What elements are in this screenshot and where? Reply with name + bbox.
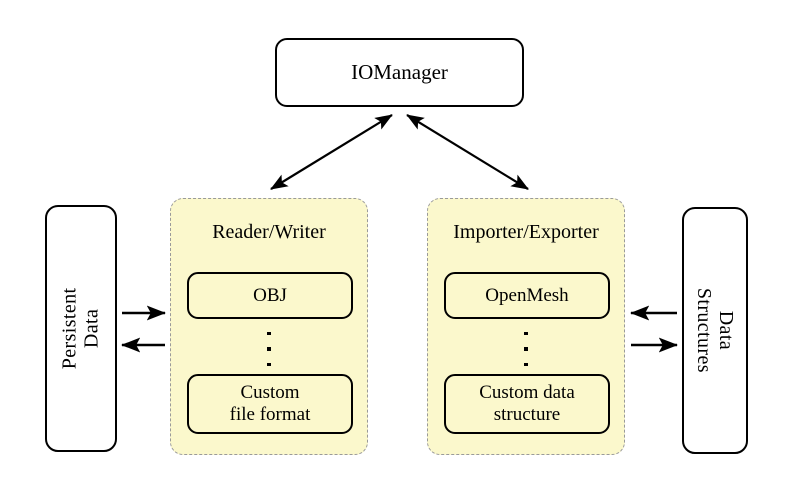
- node-iomanager-label: IOManager: [351, 59, 448, 84]
- node-openmesh-label: OpenMesh: [485, 284, 569, 306]
- panel-importer-exporter-title: Importer/Exporter: [453, 221, 599, 243]
- arrow-iomanager-reader-writer: [270, 114, 393, 190]
- node-persistent-data[interactable]: Persistent Data: [45, 205, 117, 452]
- node-custom-file-format[interactable]: Custom file format: [187, 374, 353, 434]
- node-obj[interactable]: OBJ: [187, 272, 353, 319]
- node-data-structures-label: Data Structures: [693, 287, 738, 374]
- node-obj-label: OBJ: [253, 284, 287, 306]
- node-persistent-data-label: Persistent Data: [58, 287, 103, 370]
- panel-reader-writer-title: Reader/Writer: [212, 221, 326, 243]
- vertical-ellipsis-icon: [171, 332, 367, 366]
- arrow-iomanager-importer-exporter: [406, 114, 529, 190]
- node-custom-data-structure[interactable]: Custom data structure: [444, 374, 610, 434]
- node-data-structures[interactable]: Data Structures: [682, 207, 748, 454]
- node-iomanager[interactable]: IOManager: [275, 38, 524, 107]
- node-openmesh[interactable]: OpenMesh: [444, 272, 610, 319]
- panel-importer-exporter[interactable]: Importer/Exporter OpenMesh Custom data s…: [427, 198, 625, 455]
- vertical-ellipsis-icon: [428, 332, 624, 366]
- node-custom-data-structure-label: Custom data structure: [479, 382, 575, 425]
- node-custom-file-format-label: Custom file format: [229, 382, 311, 425]
- panel-reader-writer[interactable]: Reader/Writer OBJ Custom file format: [170, 198, 368, 455]
